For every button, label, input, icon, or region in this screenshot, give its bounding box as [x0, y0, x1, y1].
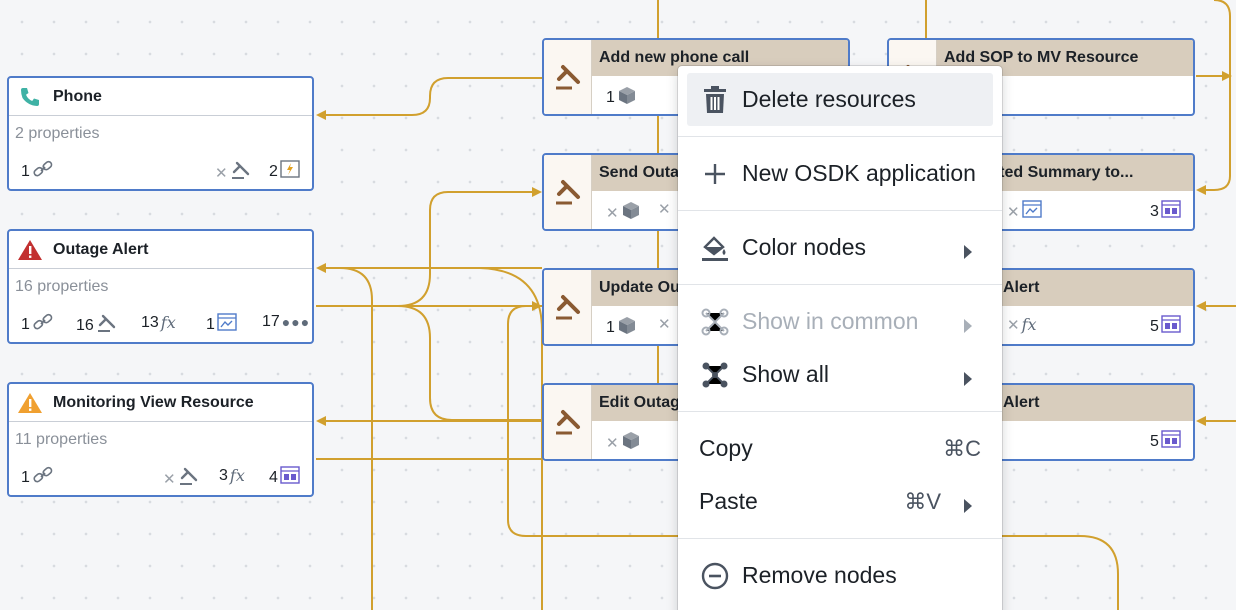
more-count: 17 ●●● [262, 313, 311, 330]
action-count: ✕ [215, 160, 252, 185]
gavel-icon [544, 270, 592, 344]
menu-divider [678, 411, 1002, 412]
link-icon [32, 313, 54, 336]
function-icon: fx [160, 313, 176, 332]
function-count: 13 fx [141, 313, 176, 332]
gavel-icon [544, 40, 592, 114]
node-title: Outage Alert [53, 240, 149, 258]
caret-right-icon [963, 366, 973, 393]
menu-item-delete-resources[interactable]: Delete resources [687, 73, 993, 126]
view-icon [1161, 315, 1181, 338]
view-count: 1 [206, 313, 237, 336]
menu-item-paste[interactable]: Paste ⌘V [687, 475, 993, 528]
menu-divider [678, 210, 1002, 211]
menu-item-label: Color nodes [742, 234, 867, 260]
warning-red-icon [15, 235, 45, 265]
monitor-view-icon [217, 313, 237, 336]
trash-icon [701, 85, 729, 114]
object-view-count: 3 [1150, 200, 1181, 223]
node-title: Phone [53, 87, 102, 105]
warning-orange-icon [15, 388, 45, 418]
node-property-count: 11 properties [15, 431, 108, 448]
node-header: Monitoring View Resource [9, 384, 312, 422]
object-count: ✕ [606, 200, 641, 225]
menu-item-new-osdk-application[interactable]: New OSDK application [687, 147, 993, 200]
menu-divider [678, 538, 1002, 539]
link-count: 1 [21, 160, 54, 183]
menu-item-show-in-common[interactable]: Show in common [687, 295, 993, 348]
lightning-icon [280, 160, 300, 183]
function-icon: fx [1021, 315, 1037, 334]
caret-right-icon [963, 313, 973, 340]
gavel-icon [230, 160, 252, 185]
graph-expand-icon [701, 361, 729, 389]
more-icon: ●●● [281, 314, 311, 330]
menu-item-label: Show in common [742, 308, 919, 334]
view-icon [1161, 430, 1181, 453]
gavel-icon [96, 313, 118, 338]
object-node-phone[interactable]: Phone 2 properties 1 ✕ 2 [7, 76, 314, 191]
link-count: 1 [21, 466, 54, 489]
menu-item-remove-nodes[interactable]: Remove nodes [687, 549, 993, 602]
menu-item-color-nodes[interactable]: Color nodes [687, 221, 993, 274]
function-count: ✕fx [1007, 315, 1037, 334]
minus-circle-icon [701, 562, 729, 590]
action-count: 16 [76, 313, 118, 338]
object-node-outage-alert[interactable]: Outage Alert 16 properties 1 16 13 fx 1 … [7, 229, 314, 344]
menu-divider [678, 136, 1002, 137]
monitor-view-icon [1021, 200, 1042, 223]
copy-shortcut: ⌘C [943, 435, 981, 461]
view-count: ✕ [1007, 200, 1042, 223]
phone-icon [15, 82, 45, 112]
node-header: Outage Alert [9, 231, 312, 269]
menu-item-show-all[interactable]: Show all [687, 348, 993, 401]
graph-nodes-icon [701, 308, 729, 336]
paste-shortcut: ⌘V [904, 488, 941, 514]
cube-icon [617, 85, 637, 110]
action-node-title: Add SOP to MV Resource [937, 40, 1193, 76]
automation-count: 2 [269, 160, 300, 183]
node-title: Monitoring View Resource [53, 393, 254, 411]
menu-item-copy[interactable]: Copy ⌘C [687, 422, 993, 475]
view-icon [1161, 200, 1181, 223]
context-menu: Delete resources New OSDK application Co… [678, 66, 1002, 610]
menu-item-label: Show all [742, 361, 829, 387]
function-icon: fx [229, 466, 245, 485]
cube-icon [621, 200, 641, 225]
object-count: 1 [606, 315, 637, 340]
cube-icon [621, 430, 641, 455]
function-count: 3 fx [219, 466, 245, 485]
menu-item-label: Copy [699, 435, 753, 461]
menu-item-label: New OSDK application [742, 160, 976, 186]
menu-item-label: Paste [699, 488, 758, 514]
object-count: 1 [606, 85, 637, 110]
plus-icon [701, 160, 729, 188]
view-count: 4 [269, 466, 300, 489]
menu-divider [678, 284, 1002, 285]
caret-right-icon [963, 239, 973, 266]
node-property-count: 16 properties [15, 278, 109, 295]
object-view-count: 5 [1150, 430, 1181, 453]
object-node-monitoring-view-resource[interactable]: Monitoring View Resource 11 properties 1… [7, 382, 314, 497]
gavel-icon [544, 385, 592, 459]
function-count: ✕ [658, 316, 671, 333]
view-icon [280, 466, 300, 489]
cube-icon [617, 315, 637, 340]
link-icon [32, 466, 54, 489]
node-header: Phone [9, 78, 312, 116]
object-view-count: 5 [1150, 315, 1181, 338]
gavel-icon [544, 155, 592, 229]
function-count: ✕ [658, 201, 671, 218]
menu-item-label: Delete resources [742, 86, 916, 112]
menu-item-label: Remove nodes [742, 562, 897, 588]
caret-right-icon [963, 493, 973, 520]
object-count: ✕ [606, 430, 641, 455]
node-property-count: 2 properties [15, 125, 100, 142]
link-count: 1 [21, 313, 54, 336]
paint-bucket-icon [701, 234, 729, 262]
action-count: ✕ [163, 466, 200, 491]
gavel-icon [178, 466, 200, 491]
link-icon [32, 160, 54, 183]
